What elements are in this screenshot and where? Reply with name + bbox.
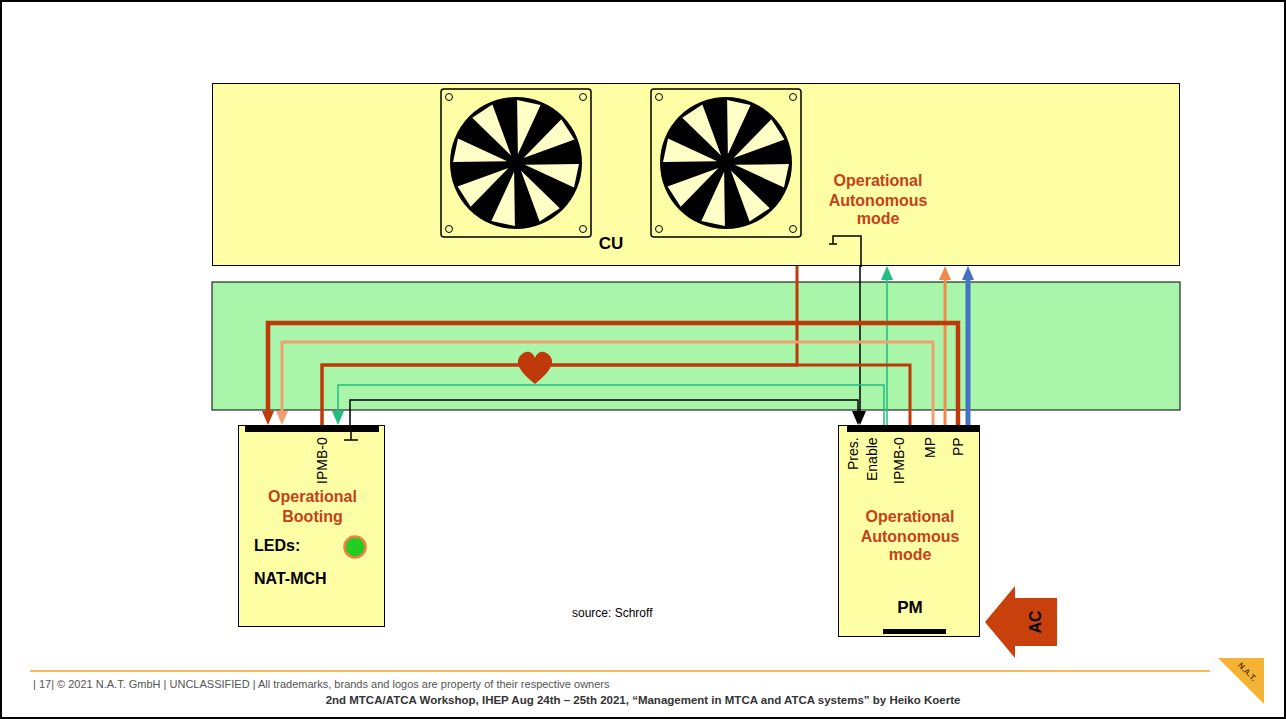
fan-rotor xyxy=(660,97,792,229)
fan-gap xyxy=(731,171,770,222)
footer-text: | 17| © 2021 N.A.T. GmbH | UNCLASSIFIED … xyxy=(33,678,610,691)
enable-wire xyxy=(338,385,884,425)
fan-gap xyxy=(472,105,511,156)
node-illustration xyxy=(213,84,1181,267)
pin-name: IPMB-0 xyxy=(314,437,330,484)
pin-name: IPMB-0 xyxy=(891,437,907,484)
node-text: Operational xyxy=(808,172,948,190)
management-power-wire xyxy=(944,273,947,425)
fan-gap xyxy=(734,119,785,158)
node-text: NAT-MCH xyxy=(254,570,379,588)
input-label: AC xyxy=(1027,610,1045,633)
pin-name: Enable xyxy=(864,437,880,481)
input-connector-bar xyxy=(883,629,946,634)
cooling-unit-box: CU Autonomous mode Operational xyxy=(212,83,1180,266)
footer-event: 2nd MTCA/ATCA Workshop, IHEP Aug 24th – … xyxy=(0,694,1286,707)
source-note: source: Schroff xyxy=(572,607,652,621)
fan-gap xyxy=(458,168,509,207)
heartbeat-symbol xyxy=(518,352,552,384)
fan-hub xyxy=(509,156,523,170)
ac-input-arrow: AC xyxy=(985,586,1057,658)
fan-frame xyxy=(441,89,591,237)
node-illustration xyxy=(239,426,386,628)
connector-bar xyxy=(245,426,379,432)
node-text: Booting xyxy=(245,508,380,526)
fan-screw-hole xyxy=(446,94,453,101)
enable-wire xyxy=(886,273,888,425)
ground-symbol xyxy=(344,432,358,440)
payload-power-wire xyxy=(966,273,971,425)
fan-screw-hole xyxy=(580,226,587,233)
fan-symbol xyxy=(651,89,801,237)
ipmb-bus-wire xyxy=(322,266,797,425)
logo-triangle xyxy=(1218,658,1264,704)
fan-frame xyxy=(651,89,801,237)
fan-symbol xyxy=(441,89,591,237)
fan-gap xyxy=(668,168,719,207)
fan-hub xyxy=(719,156,733,170)
footer-rule xyxy=(30,670,1210,672)
pin-name: Pres. xyxy=(845,437,861,470)
fan-screw-hole xyxy=(656,94,663,101)
payload-power-wire xyxy=(268,323,958,425)
node-text: PM xyxy=(839,598,981,618)
connector-bar xyxy=(847,426,979,432)
presence-wire xyxy=(350,400,858,425)
node-text: Operational xyxy=(245,488,380,506)
arrow-shape xyxy=(985,586,1057,658)
node-text: Autonomous mode xyxy=(843,528,977,565)
fan-gap xyxy=(682,105,721,156)
fan-screw-hole xyxy=(656,226,663,233)
mch-box: OperationalBootingLEDs: NAT-MCH xyxy=(238,425,385,627)
node-text: Operational xyxy=(843,508,977,526)
ipmb-bus-wire xyxy=(322,365,910,425)
fan-screw-hole xyxy=(446,226,453,233)
fan-screw-hole xyxy=(790,226,797,233)
fan-rotor xyxy=(450,97,582,229)
node-illustration xyxy=(985,586,1057,658)
ground-symbol xyxy=(829,236,861,267)
fan-screw-hole xyxy=(790,94,797,101)
pin-name: MP xyxy=(922,437,938,458)
management-power-wire xyxy=(282,342,933,425)
fan-screw-hole xyxy=(580,94,587,101)
backplane-band xyxy=(212,282,1180,410)
fan-gap xyxy=(524,119,575,158)
node-text: CU xyxy=(591,234,631,254)
fan-gap xyxy=(521,171,560,222)
node-text: Autonomous mode xyxy=(808,192,948,229)
pin-name: PP xyxy=(950,437,966,456)
status-led xyxy=(345,537,366,558)
node-text: LEDs: xyxy=(254,537,334,555)
